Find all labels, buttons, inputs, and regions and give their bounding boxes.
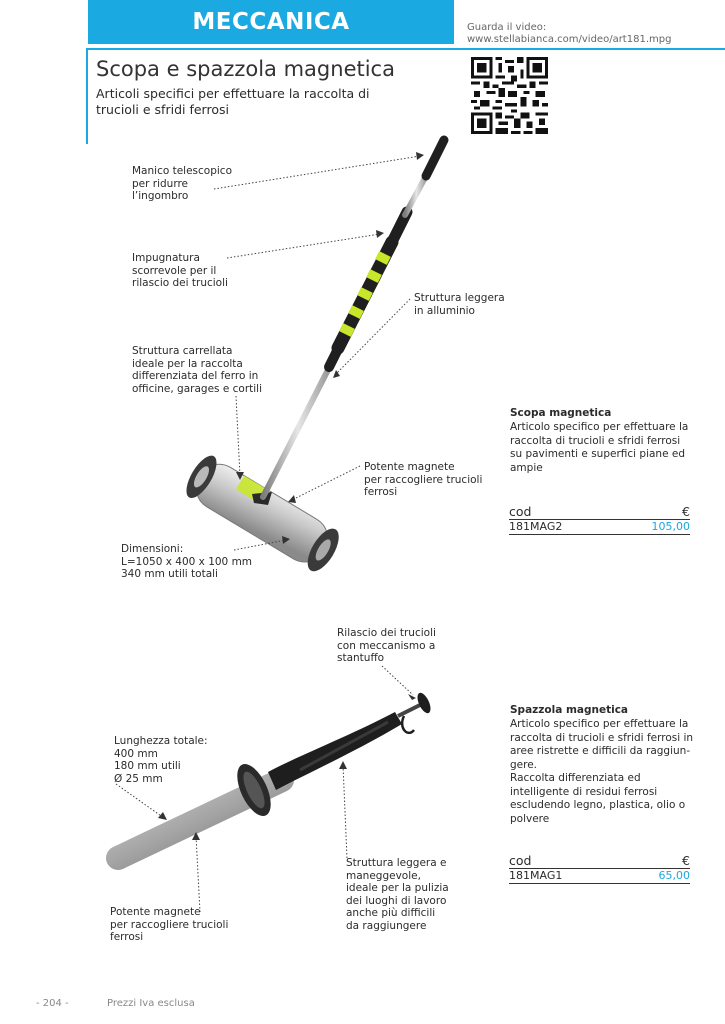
callout-broom-magnet: Potente magnete per raccogliere trucioli…	[364, 461, 483, 498]
column-price: €	[682, 853, 690, 868]
footer-note: Prezzi Iva esclusa	[107, 998, 195, 1009]
callout-brush-length: Lunghezza totale: 400 mm 180 mm utili Ø …	[114, 735, 208, 785]
price-table-brush: cod € 181MAG1 65,00	[509, 853, 690, 884]
qr-code-icon[interactable]	[471, 57, 548, 134]
magnetic-brush-image	[106, 692, 431, 870]
table-row: 181MAG1 65,00	[509, 869, 690, 884]
page-number: - 204 -	[36, 998, 69, 1009]
video-link[interactable]: www.stellabianca.com/video/art181.mpg	[467, 34, 672, 45]
callout-leaders	[115, 155, 421, 913]
product-description-brush: Articolo specifico per effettuare la rac…	[510, 718, 694, 825]
callout-arrowheads	[158, 152, 424, 840]
header-divider	[88, 48, 725, 50]
price-table-header: cod €	[509, 853, 690, 869]
product-code: 181MAG1	[509, 869, 563, 882]
product-name-brush: Spazzola magnetica	[510, 704, 629, 716]
category-banner: MECCANICA	[88, 0, 454, 44]
callout-light-structure: Struttura leggera e maneggevole, ideale …	[346, 857, 449, 932]
table-row: 181MAG2 105,00	[509, 520, 690, 535]
callout-wheeled-structure: Struttura carrellata ideale per la racco…	[132, 345, 263, 395]
page-subtitle: Articoli specifici per effettuare la rac…	[96, 86, 370, 117]
price-table-header: cod €	[509, 504, 690, 520]
callout-broom-dimensions: Dimensioni: L=1050 x 400 x 100 mm 340 mm…	[121, 543, 253, 580]
column-price: €	[682, 504, 690, 519]
product-code: 181MAG2	[509, 520, 563, 533]
callout-aluminium-structure: Struttura leggera in alluminio	[414, 292, 505, 317]
product-description-broom: Articolo specifico per effettuare la rac…	[510, 421, 689, 474]
callout-telescopic-handle: Manico telescopico per ridurre l’ingombr…	[132, 165, 233, 202]
callout-brush-magnet: Potente magnete per raccogliere trucioli…	[110, 906, 229, 943]
column-code: cod	[509, 853, 532, 868]
callout-sliding-grip: Impugnatura scorrevole per il rilascio d…	[132, 252, 228, 289]
title-side-rule	[86, 48, 88, 144]
product-name-broom: Scopa magnetica	[510, 407, 612, 419]
product-price: 65,00	[658, 869, 691, 882]
column-code: cod	[509, 504, 532, 519]
callout-plunger-release: Rilascio dei trucioli con meccanismo a s…	[337, 627, 436, 664]
video-label: Guarda il video:	[467, 22, 547, 33]
magnetic-broom-image	[186, 135, 449, 572]
page-title: Scopa e spazzola magnetica	[96, 57, 395, 81]
price-table-broom: cod € 181MAG2 105,00	[509, 504, 690, 535]
product-price: 105,00	[651, 520, 691, 533]
